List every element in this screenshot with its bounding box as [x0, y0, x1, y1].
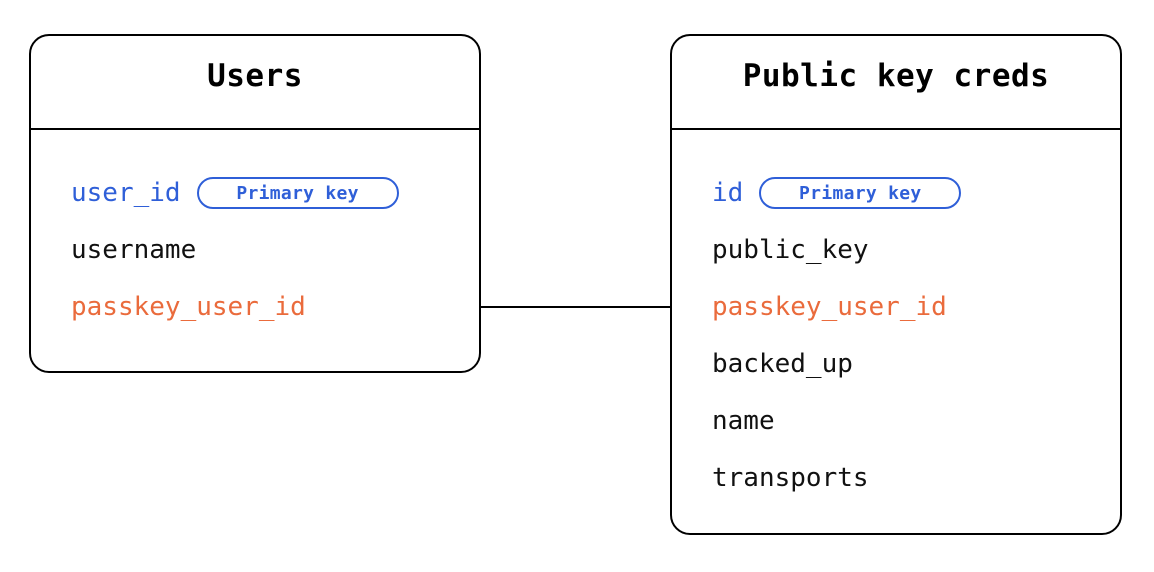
field-name: passkey_user_id [71, 292, 306, 322]
relationship-connector [481, 306, 671, 308]
primary-key-badge: Primary key [759, 177, 962, 209]
field-name: transports [712, 463, 869, 493]
entity-header-divider [31, 128, 479, 130]
field-row[interactable]: username [71, 233, 196, 267]
entity-box-users[interactable]: Users user_id Primary key username passkey_u… [29, 34, 481, 373]
field-name: name [712, 406, 775, 436]
field-row[interactable]: public_key [712, 233, 869, 267]
field-name: username [71, 235, 197, 265]
field-name: passkey_user_id [712, 292, 947, 322]
field-row[interactable]: user_id Primary key [71, 176, 399, 210]
field-name: user_id [71, 178, 181, 208]
entity-title: Public key creds [742, 58, 1050, 94]
field-name: id [712, 178, 744, 208]
primary-key-badge: Primary key [196, 177, 399, 209]
entity-title: Users [207, 58, 303, 94]
field-row[interactable]: id Primary key [712, 176, 962, 210]
field-row[interactable]: transports [712, 461, 869, 495]
entity-header-divider [672, 128, 1120, 130]
field-row[interactable]: backed_up [712, 347, 853, 381]
field-name: backed_up [712, 349, 853, 379]
field-row[interactable]: passkey_user_id [71, 290, 306, 324]
field-row[interactable]: name [712, 404, 775, 438]
field-name: public_key [712, 235, 869, 265]
field-row[interactable]: passkey_user_id [712, 290, 947, 324]
